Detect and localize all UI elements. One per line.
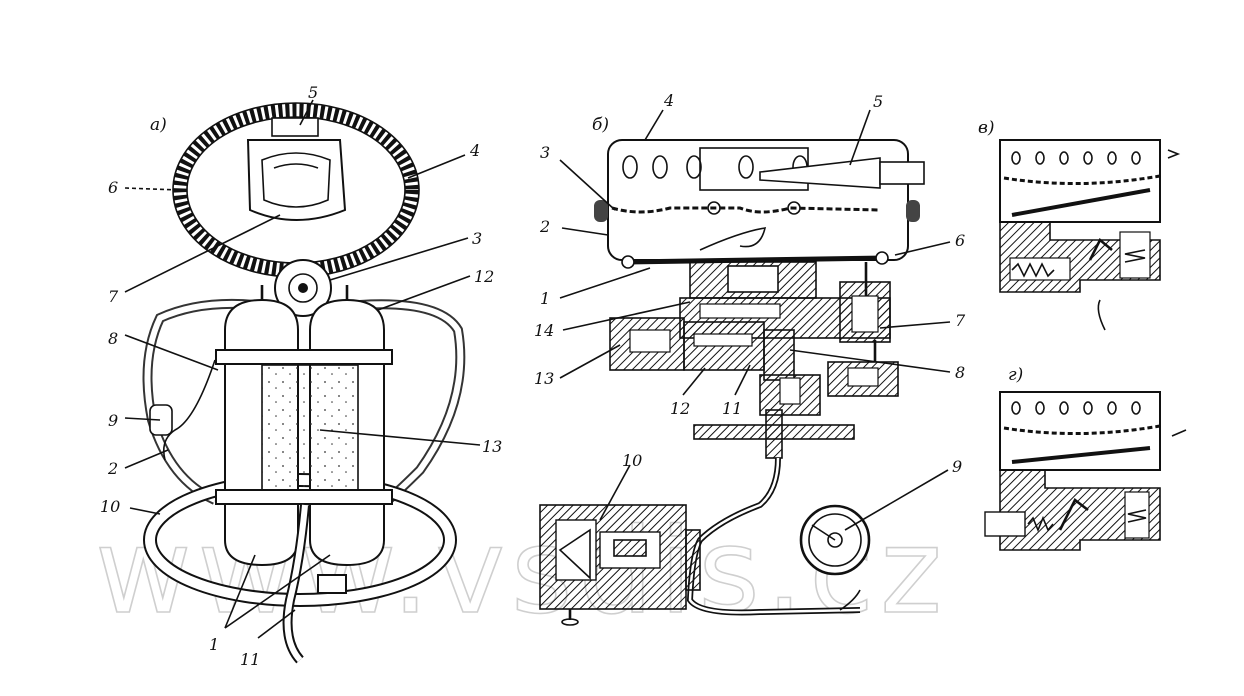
face-mask xyxy=(246,139,347,221)
panel-a-label: а) xyxy=(150,115,167,135)
callout-b14: 14 xyxy=(534,321,554,340)
bag-openings xyxy=(622,155,808,179)
panel-a-callouts: 5 4 6 3 12 7 8 9 2 13 10 1 11 xyxy=(100,83,502,669)
callout-10: 10 xyxy=(100,497,120,516)
valve-box xyxy=(274,259,332,317)
callout-b6: 6 xyxy=(955,231,965,250)
callout-b5: 5 xyxy=(873,92,883,111)
callout-b4: 4 xyxy=(663,91,674,110)
callout-5: 5 xyxy=(308,83,318,102)
bag-spring xyxy=(611,206,881,214)
callout-6: 6 xyxy=(108,178,118,197)
panel-g-label: г) xyxy=(1008,365,1023,385)
panel-v-closed-state: в) xyxy=(978,118,1181,331)
callout-b12: 12 xyxy=(670,399,690,418)
buckle xyxy=(317,574,347,594)
panel-b-callouts: 4 5 3 2 6 1 14 7 13 8 12 11 10 xyxy=(534,91,966,531)
callout-b3: 3 xyxy=(540,143,550,162)
callout-b1: 1 xyxy=(540,289,550,308)
bag-outlet xyxy=(759,157,881,189)
callout-b10: 10 xyxy=(622,451,642,470)
callout-b13: 13 xyxy=(534,369,554,388)
callout-7: 7 xyxy=(108,287,119,306)
callout-b8: 8 xyxy=(955,363,965,382)
callout-11: 11 xyxy=(240,650,260,669)
clamp-band xyxy=(215,489,393,505)
callout-3: 3 xyxy=(472,229,482,248)
manometer xyxy=(799,504,871,576)
panel-a-apparatus: а) xyxy=(100,83,502,669)
callout-4: 4 xyxy=(469,141,480,160)
cylinder-valve xyxy=(539,504,701,626)
callout-12: 12 xyxy=(474,267,494,286)
panel-b-label: б) xyxy=(592,115,609,135)
callout-1: 1 xyxy=(209,635,219,654)
callout-9: 9 xyxy=(108,411,118,430)
pressure-gauge-hose xyxy=(162,359,216,461)
callout-b2: 2 xyxy=(539,217,550,236)
callout-13: 13 xyxy=(482,437,502,456)
panel-v-label: в) xyxy=(978,118,995,138)
regenerative-cartridge xyxy=(261,364,359,496)
bag-clamp xyxy=(594,200,608,222)
bypass-lever xyxy=(627,255,886,265)
callout-2: 2 xyxy=(107,459,118,478)
clamp-band xyxy=(215,349,393,365)
callout-b11: 11 xyxy=(722,399,742,418)
bag-clamp xyxy=(906,200,920,222)
reducer-body xyxy=(609,261,899,416)
panel-b-valve-section: б) xyxy=(534,91,966,626)
callout-8: 8 xyxy=(108,329,118,348)
panel-g-open-state: г) xyxy=(984,365,1187,551)
callout-b7: 7 xyxy=(955,311,966,330)
callout-b9: 9 xyxy=(952,457,962,476)
hose-coupling xyxy=(271,117,319,137)
